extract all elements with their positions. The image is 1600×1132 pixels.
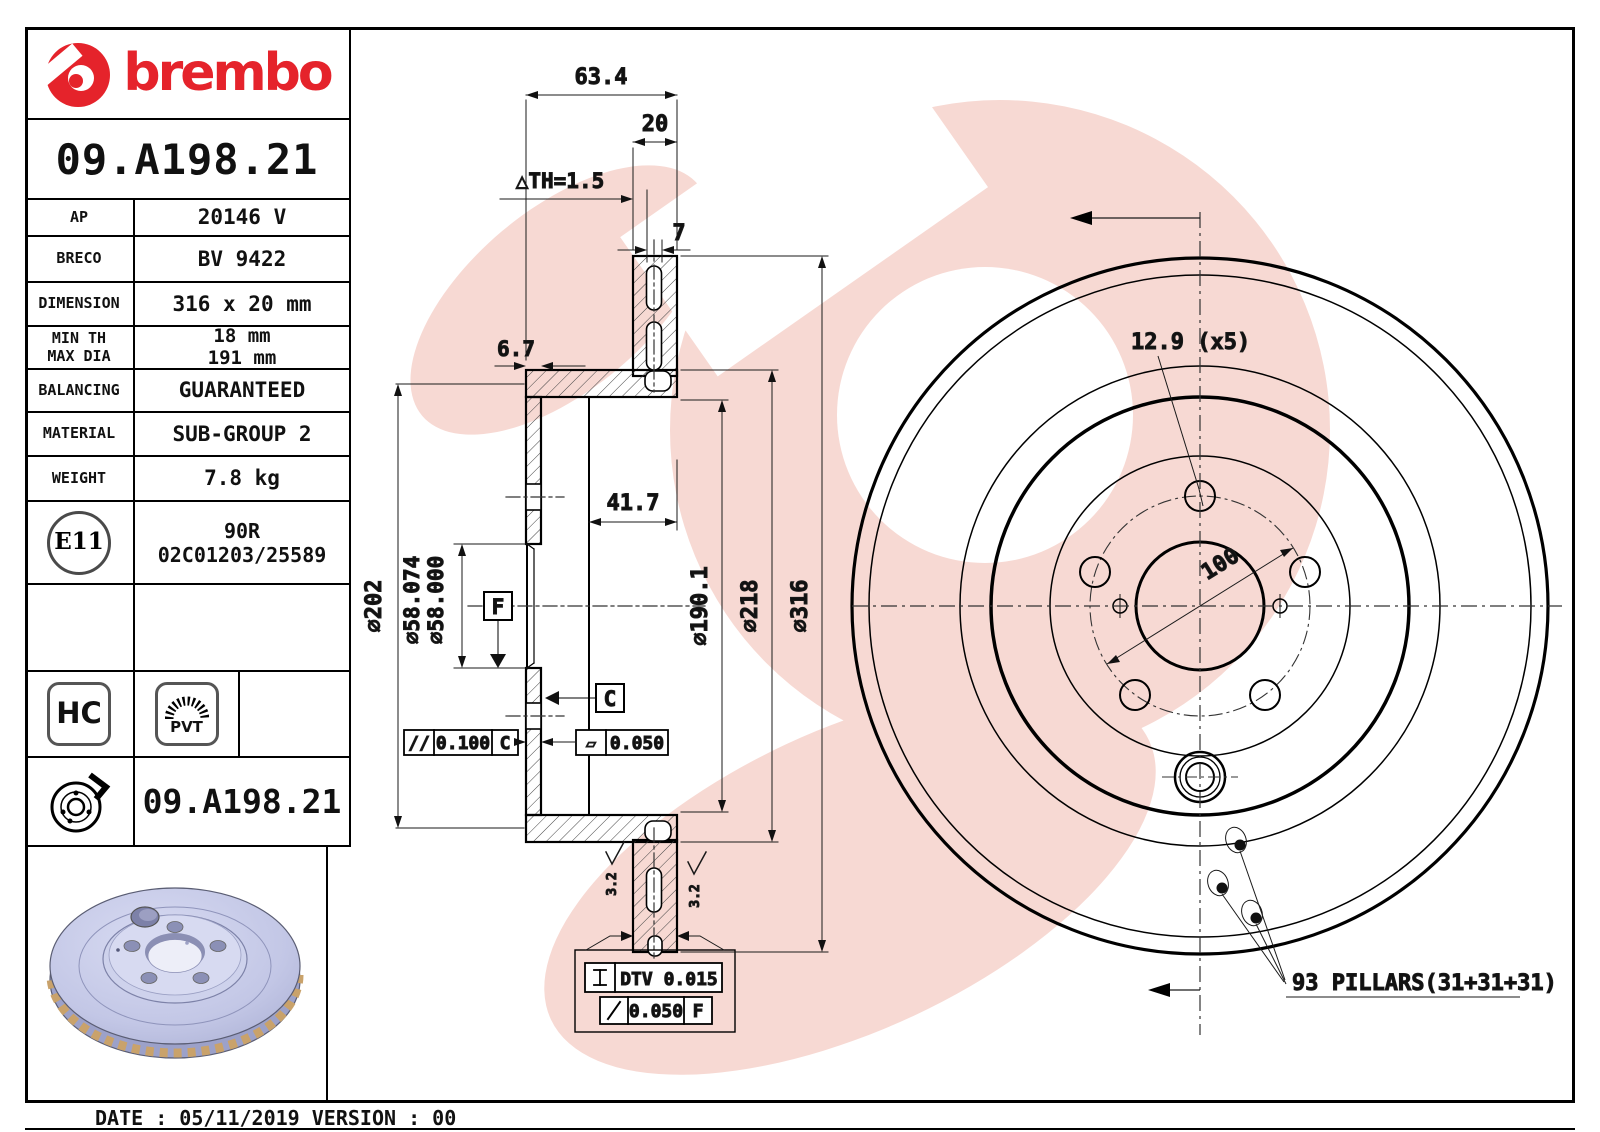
spec-row-material: MATERIAL SUB-GROUP 2 (25, 413, 351, 457)
roughness-right: 3.2 (688, 884, 703, 907)
bolt-hole-callout: 12.9 (x5) (1131, 330, 1251, 507)
section-dimensions: 63.4 20 △TH=1.5 7 6.7 (362, 65, 829, 1033)
hc-badge-icon: HC (47, 682, 111, 746)
dim-dia58-max: ⌀58.074 (400, 556, 424, 645)
dim-63-4: 63.4 (575, 65, 628, 90)
spec-value: SUB-GROUP 2 (172, 421, 312, 446)
footer-part-number: 09.A198.21 (142, 781, 342, 821)
dim-dia202: ⌀202 (362, 580, 387, 633)
datum-c-label: C (604, 687, 617, 711)
svg-text:▱: ▱ (586, 734, 597, 754)
dim-dia316: ⌀316 (788, 580, 813, 633)
spec-value: 7.8 kg (204, 466, 280, 491)
svg-text:C: C (500, 733, 511, 754)
bottom-rule (25, 1128, 1575, 1130)
date-version-line: DATE : 05/11/2019 VERSION : 00 (95, 1106, 457, 1130)
runout-datum: F (693, 1001, 704, 1022)
spec-value: BV 9422 (197, 246, 287, 271)
title-block-panel: brembo 09.A198.21 AP 20146 V BRECO BV 94… (25, 27, 351, 1103)
homologation-row: E11 90R 02C01203/25589 (25, 502, 351, 585)
homologation-number: 90R 02C01203/25589 (157, 518, 327, 567)
spec-label: DIMENSION (25, 283, 135, 325)
spec-label: BRECO (25, 237, 135, 281)
footer-part-row: 09.A198.21 (25, 758, 351, 847)
roughness-marks (604, 840, 708, 876)
spec-label: BALANCING (25, 370, 135, 411)
badges-row: HC PVT (25, 672, 351, 758)
svg-text://: // (408, 733, 430, 754)
spec-value: GUARANTEED (178, 378, 306, 403)
e11-mark-icon: E11 (47, 510, 111, 575)
spec-value: 316 x 20 mm (172, 291, 312, 316)
rotation-arrows (1070, 211, 1200, 997)
fcf-flatness: ▱ 0.050 (541, 729, 669, 756)
roughness-left: 3.2 (605, 872, 620, 895)
spec-row-balancing: BALANCING GUARANTEED (25, 370, 351, 413)
dim-20: 20 (642, 112, 669, 137)
svg-text:0.100: 0.100 (436, 733, 490, 754)
spec-label: AP (25, 200, 135, 235)
brand-header: brembo (25, 27, 351, 120)
empty-row (25, 585, 351, 672)
pvt-badge-icon: PVT (154, 682, 219, 746)
brembo-watermark (410, 47, 1330, 1075)
dim-6-7: 6.7 (497, 337, 535, 361)
dim-th: △TH=1.5 (516, 169, 605, 193)
spec-row-ap: AP 20146 V (25, 200, 351, 237)
brake-disc-icon (50, 772, 111, 832)
section-view: 63.4 20 △TH=1.5 7 6.7 (362, 65, 829, 1033)
disc-icon-cell (25, 758, 135, 845)
spec-value: 20146 V (197, 205, 287, 230)
runout-tol: 0.050 (629, 1001, 683, 1022)
datum-f-label: F (492, 595, 505, 619)
spec-label: WEIGHT (25, 457, 135, 500)
dim-41-7: 41.7 (607, 491, 660, 516)
svg-text:12.9 (x5): 12.9 (x5) (1131, 330, 1250, 355)
spec-row-weight: WEIGHT 7.8 kg (25, 457, 351, 502)
part-number-box: 09.A198.21 (25, 120, 351, 200)
e-mark-cell: E11 (25, 502, 135, 583)
dim-dia190: ⌀190.1 (688, 566, 713, 645)
fcf-dtv-runout: DTV 0.015 0.050 F (574, 931, 736, 1033)
brembo-logo-icon (43, 42, 111, 107)
part-number: 09.A198.21 (55, 134, 319, 184)
front-centerlines (852, 212, 1562, 1035)
brand-name: brembo (123, 42, 333, 103)
dim-dia58-min: ⌀58.000 (424, 556, 448, 645)
pillars-callout: 93 PILLARS(31+31+31) (1207, 826, 1557, 998)
front-view: 12.9 (x5) 100 93 PILLARS(31+31+31) (850, 211, 1562, 1035)
fcf-parallelism: // 0.100 C (403, 729, 526, 756)
pvt-cell: PVT (135, 672, 240, 756)
dim-7: 7 (672, 221, 685, 246)
product-photo-box (25, 847, 328, 1103)
spec-label: MATERIAL (25, 413, 135, 455)
spec-row-dimension: DIMENSION 316 x 20 mm (25, 283, 351, 327)
dim-dia218: ⌀218 (738, 580, 763, 633)
product-photo (46, 887, 304, 1059)
spec-row-breco: BRECO BV 9422 (25, 237, 351, 283)
svg-text:93 PILLARS(31+31+31): 93 PILLARS(31+31+31) (1292, 971, 1557, 996)
svg-text:0.050: 0.050 (610, 733, 664, 754)
hc-cell: HC (25, 672, 135, 756)
vent-slots (525, 265, 672, 957)
dtv-label: DTV 0.015 (620, 969, 718, 990)
